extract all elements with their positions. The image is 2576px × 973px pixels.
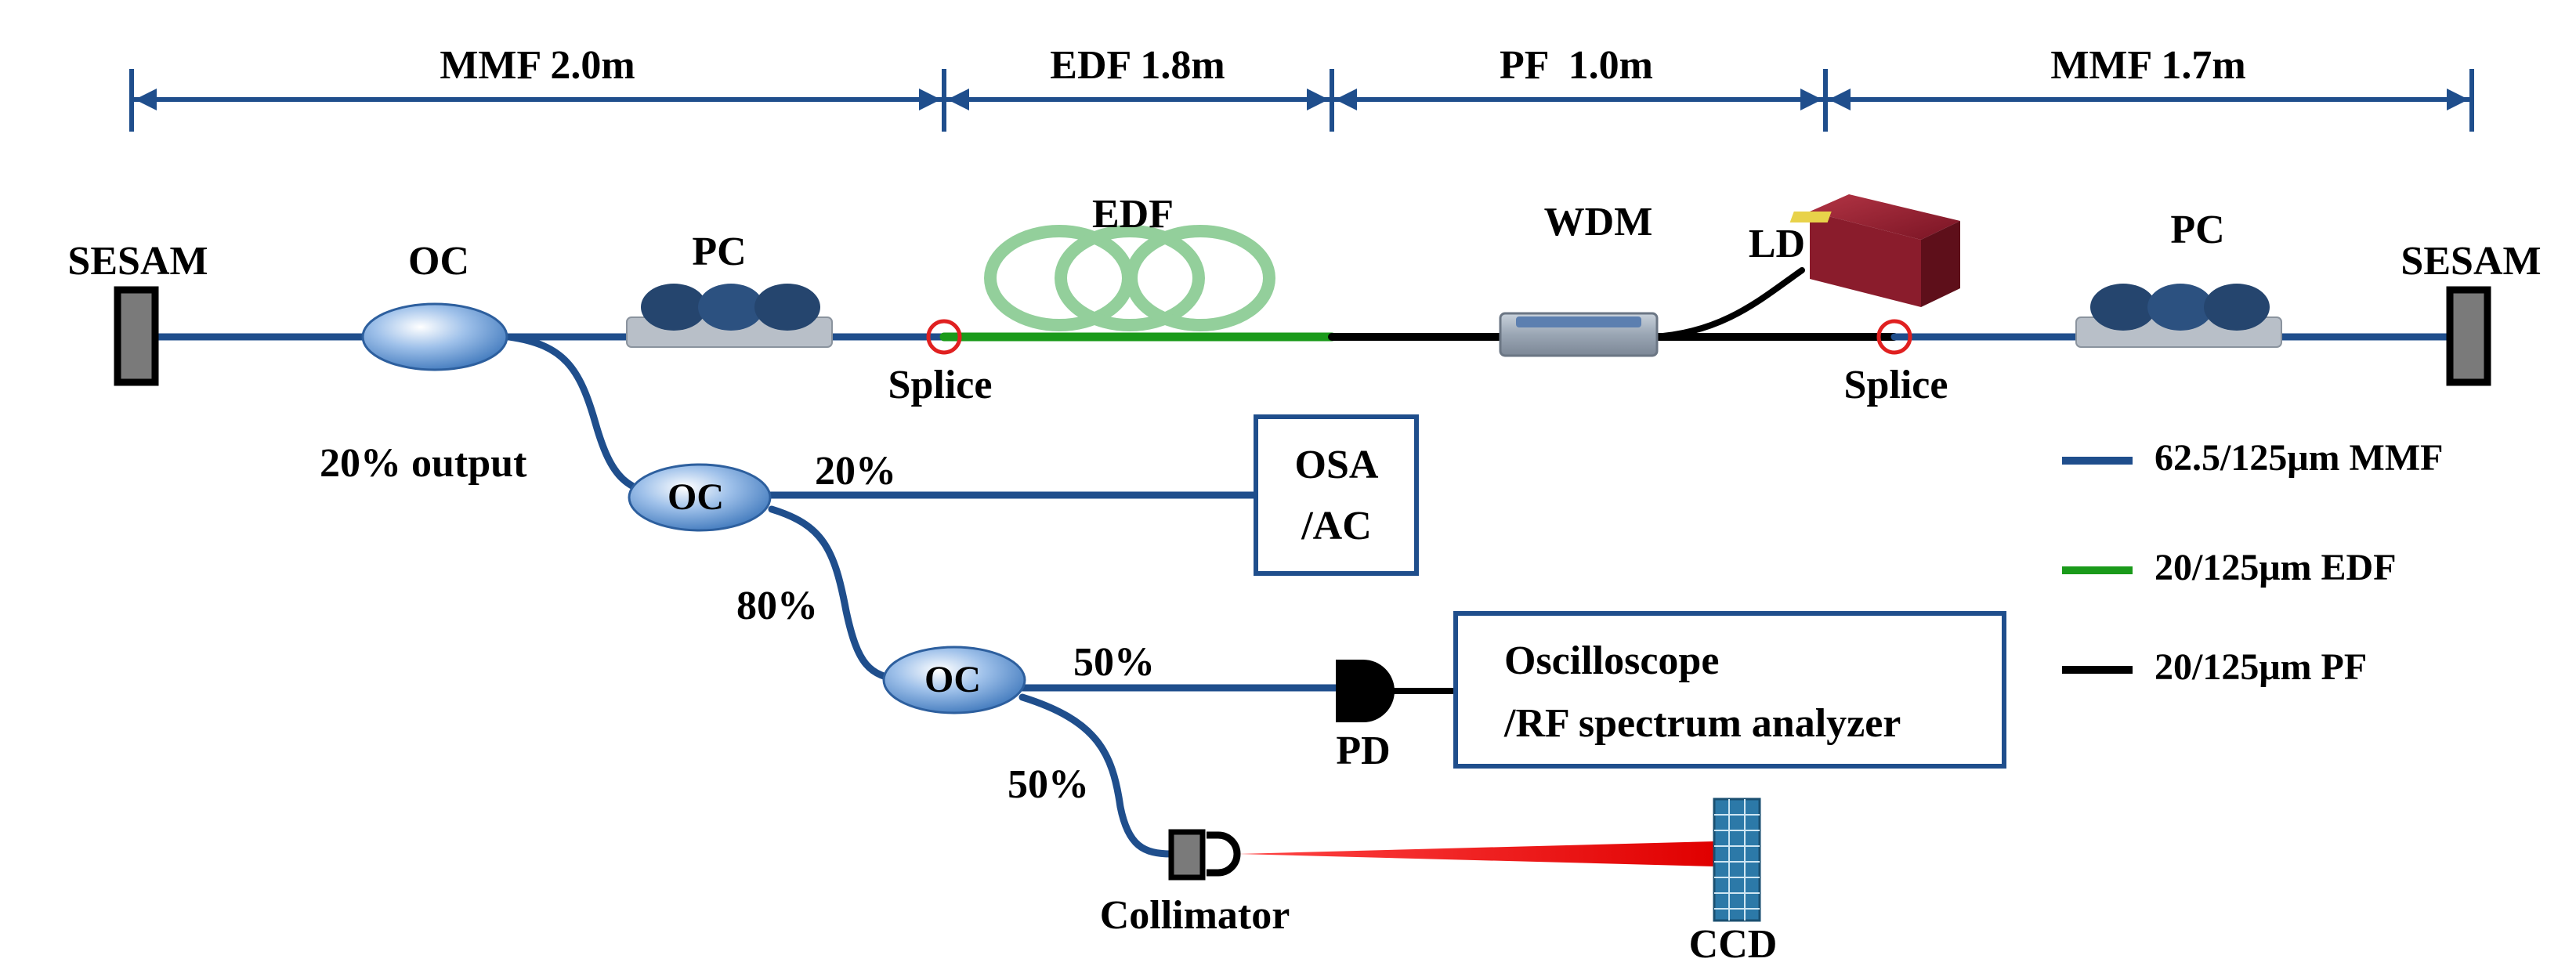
edf-label: EDF xyxy=(1092,192,1174,237)
segment-label-mmf-right: MMF 1.7m xyxy=(2050,43,2245,88)
pc-paddle xyxy=(2204,284,2270,331)
oc-second-coupler xyxy=(628,463,772,532)
ld-pump-laser xyxy=(1789,194,1960,307)
ratio-50-bottom-label: 50% xyxy=(1008,762,1089,807)
oc-second-label: OC xyxy=(668,476,724,518)
collimator-lens xyxy=(1207,831,1241,877)
arrowhead xyxy=(1800,89,1822,110)
legend: 62.5/125μm MMF 20/125μm EDF 20/125μm PF xyxy=(2062,437,2443,688)
splice-left-label: Splice xyxy=(888,363,993,407)
oscilloscope-label: Oscilloscope xyxy=(1504,638,1719,683)
splice-left-marker xyxy=(926,319,962,355)
pc-left xyxy=(626,284,833,348)
pd-label: PD xyxy=(1336,729,1390,773)
osa-label: OSA xyxy=(1295,443,1379,487)
pc-paddle xyxy=(2090,284,2156,331)
sesam-right-label: SESAM xyxy=(2401,239,2541,284)
oc-main-coupler xyxy=(361,302,508,371)
segment-scale xyxy=(129,69,2474,132)
fiber-output-20 xyxy=(505,333,678,499)
pc-paddle xyxy=(698,284,764,331)
edf-coil-loop xyxy=(1125,225,1275,331)
wdm-label: WDM xyxy=(1544,200,1653,244)
collimator-body xyxy=(1168,829,1206,881)
segment-label-pf: PF 1.0m xyxy=(1500,43,1653,88)
legend-label-edf: 20/125μm EDF xyxy=(2155,547,2397,588)
collimator-label: Collimator xyxy=(1100,893,1290,938)
arrowhead xyxy=(2447,89,2469,110)
ratio-80-label: 80% xyxy=(736,584,818,628)
ld-front-face xyxy=(1810,212,1921,307)
legend-label-mmf: 62.5/125μm MMF xyxy=(2155,437,2443,479)
ld-label: LD xyxy=(1749,222,1805,266)
pc-right-label: PC xyxy=(2170,208,2224,252)
ld-side-face xyxy=(1921,221,1960,307)
ccd-label: CCD xyxy=(1689,922,1778,967)
sesam-left-label: SESAM xyxy=(67,239,208,284)
arrowhead xyxy=(947,89,969,110)
laser-beam xyxy=(1238,841,1714,866)
arrowhead xyxy=(919,89,941,110)
pc-left-label: PC xyxy=(692,230,746,274)
oscilloscope-box xyxy=(1453,611,2006,769)
sesam-left-body xyxy=(114,286,159,386)
arrowhead xyxy=(135,89,157,110)
collimator xyxy=(1168,829,1241,881)
ccd-camera xyxy=(1713,798,1761,922)
segment-label-edf: EDF 1.8m xyxy=(1050,43,1225,88)
segment-label-mmf-left: MMF 2.0m xyxy=(440,43,635,88)
pd-detector xyxy=(1336,660,1395,722)
ld-window xyxy=(1789,212,1832,222)
wdm-top xyxy=(1516,316,1641,327)
pc-right xyxy=(2075,284,2282,348)
arrowhead xyxy=(1335,89,1357,110)
ccd-grid xyxy=(1714,799,1760,921)
osa-ac-box xyxy=(1254,414,1419,576)
pc-paddle xyxy=(754,284,820,331)
sesam-right xyxy=(2446,286,2491,386)
ac-label: /AC xyxy=(1301,504,1372,548)
pc-paddle xyxy=(641,284,707,331)
ccd-body xyxy=(1713,798,1761,922)
sesam-right-body xyxy=(2446,286,2491,386)
splice-right-marker xyxy=(1876,319,1912,355)
sesam-left xyxy=(114,286,159,386)
fiber-to-collimator xyxy=(1018,693,1175,858)
oc-main-label: OC xyxy=(408,239,469,284)
ratio-50-top-label: 50% xyxy=(1073,640,1155,685)
splice-right-label: Splice xyxy=(1844,363,1948,407)
oc-third-coupler xyxy=(882,646,1026,714)
arrowhead xyxy=(1829,89,1851,110)
fiber-80 xyxy=(768,505,905,684)
edf-coil xyxy=(984,225,1275,331)
arrowhead xyxy=(1307,89,1329,110)
ld-top-face xyxy=(1810,194,1960,240)
wdm xyxy=(1499,312,1659,357)
oc-third-label: OC xyxy=(924,659,981,700)
fiber-ld-pump xyxy=(1650,267,1805,340)
edf-coil-loop xyxy=(1055,225,1205,331)
output-20-label: 20% output xyxy=(320,441,527,486)
ratio-20-label: 20% xyxy=(815,449,896,494)
rf-analyzer-label: /RF spectrum analyzer xyxy=(1503,701,1901,746)
pc-paddle xyxy=(2147,284,2213,331)
legend-label-pf: 20/125μm PF xyxy=(2155,646,2367,688)
